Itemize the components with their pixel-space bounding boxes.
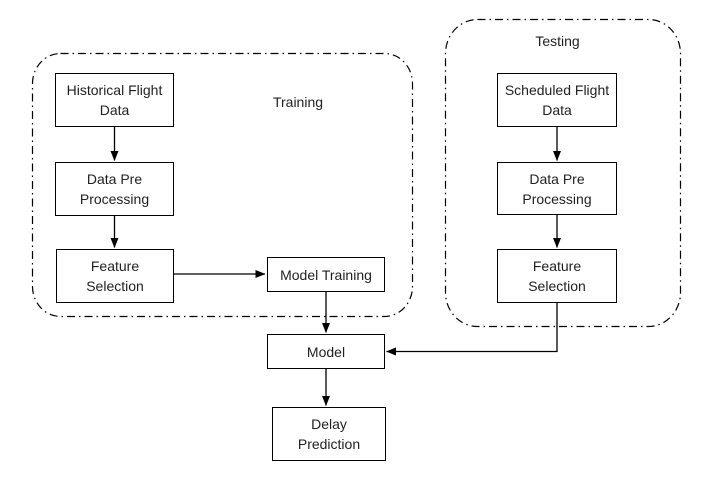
node-feature-selection-testing: Feature Selection (497, 249, 617, 303)
edge-feature-selection-testing-to-model (386, 303, 558, 356)
node-historical-flight-data: Historical Flight Data (55, 73, 174, 127)
node-feature-selection-training: Feature Selection (56, 249, 174, 303)
node-model-training: Model Training (267, 257, 385, 292)
testing-group-label: Testing (535, 33, 580, 49)
training-group-label: Training (272, 94, 324, 110)
node-data-pre-processing-testing: Data Pre Processing (497, 162, 617, 215)
node-data-pre-processing-training: Data Pre Processing (55, 162, 174, 216)
node-delay-prediction: Delay Prediction (272, 407, 386, 461)
testing-container-border (444, 18, 682, 328)
training-container-border (31, 52, 414, 318)
node-scheduled-flight-data: Scheduled Flight Data (497, 73, 617, 127)
node-model: Model (267, 334, 385, 369)
